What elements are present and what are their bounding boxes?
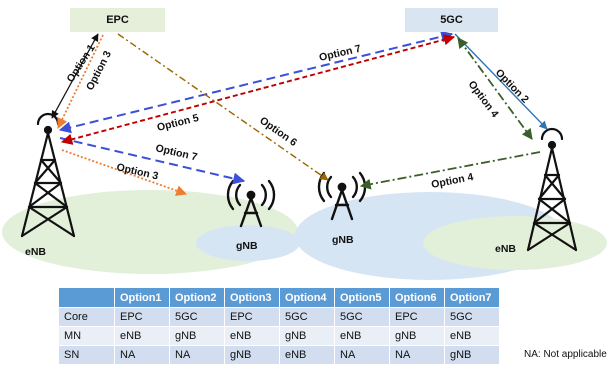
table-cell: eNB: [114, 326, 170, 346]
na-footnote: NA: Not applicable: [524, 349, 607, 360]
table-row: MN eNB gNB eNB gNB eNB gNB eNB: [58, 326, 500, 346]
table-header-cell: Option7: [444, 287, 500, 308]
epc-label: EPC: [106, 14, 129, 26]
table-cell: NA: [389, 345, 445, 365]
enb-tower-right-icon: [526, 127, 578, 252]
table-cell: 5GC: [334, 307, 390, 327]
table-row: Core EPC 5GC EPC 5GC 5GC EPC 5GC: [58, 307, 500, 327]
table-cell: SN: [58, 345, 115, 365]
option4-radio-link-line: [359, 151, 541, 190]
table-header-cell: Option6: [389, 287, 445, 308]
option6-link-line: [117, 33, 329, 181]
table-cell: Core: [58, 307, 115, 327]
table-row: SN NA NA gNB eNB NA NA gNB: [58, 345, 500, 365]
table-header-row: Option1 Option2 Option3 Option4 Option5 …: [58, 287, 500, 308]
gnb-coverage-area-small: [196, 225, 300, 261]
gnb-small-label: gNB: [236, 240, 258, 252]
table-cell: EPC: [114, 307, 170, 327]
options-table: Option1 Option2 Option3 Option4 Option5 …: [58, 287, 500, 365]
option4-radio-label: Option 4: [430, 171, 474, 191]
table-header-cell: Option5: [334, 287, 390, 308]
option7-radio-label: Option 7: [154, 142, 198, 163]
table-cell: eNB: [224, 326, 280, 346]
table-cell: gNB: [444, 345, 500, 365]
table-cell: eNB: [279, 345, 335, 365]
table-cell: 5GC: [444, 307, 500, 327]
table-cell: EPC: [224, 307, 280, 327]
table-header-cell: Option3: [224, 287, 280, 308]
table-cell: NA: [334, 345, 390, 365]
option6-label: Option 6: [257, 115, 299, 149]
table-cell: eNB: [334, 326, 390, 346]
option5-label: Option 5: [156, 112, 200, 134]
table-cell: eNB: [444, 326, 500, 346]
5gc-label: 5GC: [440, 14, 463, 26]
table-cell: gNB: [224, 345, 280, 365]
option4-core-link-line: [457, 37, 533, 140]
table-header-cell: Option2: [169, 287, 225, 308]
gnb-center-label: gNB: [332, 234, 354, 246]
option3-radio-link-line: [61, 149, 188, 196]
option5-link-line: [60, 34, 456, 145]
table-cell: 5GC: [279, 307, 335, 327]
epc-core-box: EPC: [70, 8, 165, 32]
table-cell: 5GC: [169, 307, 225, 327]
enb-left-label: eNB: [25, 246, 46, 258]
option3-radio-label: Option 3: [115, 161, 159, 182]
table-header-cell: [58, 287, 115, 308]
table-header-cell: Option4: [279, 287, 335, 308]
option7-radio-link-line: [59, 137, 246, 185]
table-cell: NA: [169, 345, 225, 365]
table-cell: gNB: [169, 326, 225, 346]
table-cell: EPC: [389, 307, 445, 327]
table-cell: MN: [58, 326, 115, 346]
enb-tower-left-icon: [20, 112, 76, 238]
table-cell: gNB: [279, 326, 335, 346]
enb-right-label: eNB: [495, 243, 516, 255]
table-header-cell: Option1: [114, 287, 170, 308]
table-cell: NA: [114, 345, 170, 365]
5gc-core-box: 5GC: [405, 8, 498, 32]
option7-core-link-line: [58, 30, 454, 134]
option4-core-label: Option 4: [466, 79, 501, 120]
option2-label: Option 2: [493, 67, 531, 106]
table-cell: gNB: [389, 326, 445, 346]
gnb-small-icon: [226, 179, 276, 228]
